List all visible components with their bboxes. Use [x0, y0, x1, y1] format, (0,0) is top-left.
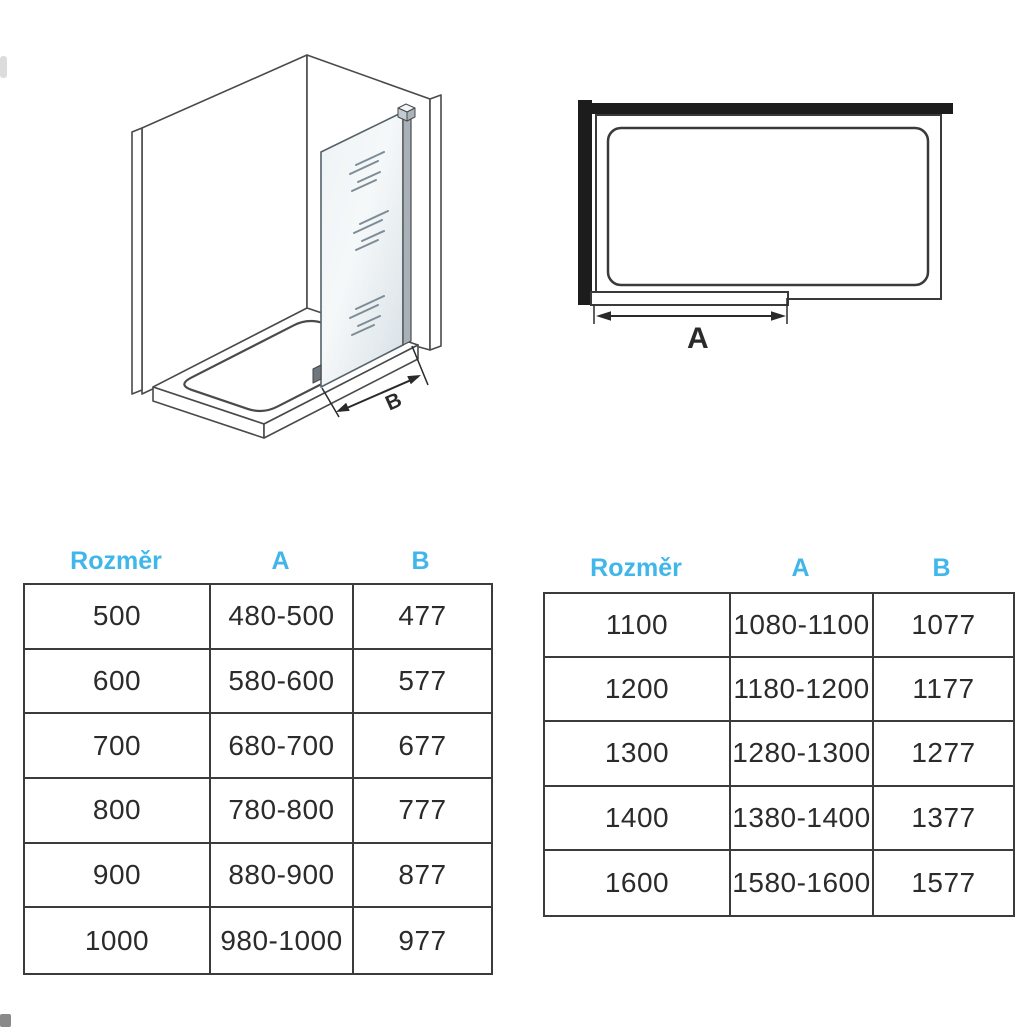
table-cell: 1180-1200: [731, 658, 874, 723]
technical-drawings: B A: [131, 54, 953, 439]
table-cell: 977: [398, 924, 447, 956]
table-cell: 800: [25, 778, 211, 844]
table-cell: 1177: [874, 658, 1013, 723]
plan-view-drawing: A: [578, 100, 953, 355]
dimension-a: A: [593, 298, 788, 355]
table-cell: 1577: [911, 866, 976, 898]
table-cell: 777: [354, 779, 491, 844]
left-header-rozmer: Rozměr: [70, 546, 162, 575]
table-cell: 1400: [545, 786, 731, 851]
plan-wall-left: [578, 100, 592, 305]
scan-corner-mark: [0, 1014, 11, 1027]
glass-bottom-clamp: [312, 364, 322, 384]
plan-wall-top: [585, 103, 953, 114]
table-cell: 677: [354, 714, 491, 779]
table-cell: 1000: [25, 908, 211, 973]
glass-wall-profile: [402, 107, 412, 346]
right-header-b: B: [932, 553, 951, 582]
table-cell: 477: [354, 585, 491, 650]
table-cell: 700: [25, 714, 211, 779]
iso-view-drawing: B: [131, 54, 442, 439]
table-cell: 1300: [545, 722, 731, 787]
left-spec-table: 500 480-500 477 600 580-600 577 700 680-…: [23, 583, 493, 975]
table-cell: 880-900: [211, 843, 354, 909]
dimension-label-a: A: [687, 322, 709, 355]
glass-panel: [312, 103, 416, 388]
arrowhead-b-right: [407, 375, 421, 385]
arrowhead-a-left: [596, 311, 611, 321]
table-cell: 1377: [874, 787, 1013, 851]
table-cell: 577: [354, 650, 491, 715]
table-cell: 1100: [545, 594, 731, 659]
table-cell: 980-1000: [211, 908, 354, 973]
right-table-header: Rozměr A B: [543, 548, 1015, 588]
dimension-b: B: [321, 345, 429, 418]
glass-reflection-lines: [349, 151, 389, 336]
table-cell: 1080-1100: [731, 594, 874, 659]
table-cell: 1380-1400: [731, 786, 874, 851]
table-cell: 1280-1300: [731, 722, 874, 787]
table-cell: 480-500: [211, 585, 354, 650]
dimension-label-b: B: [382, 388, 405, 415]
arrowhead-a-right: [771, 311, 786, 321]
table-cell: 900: [25, 843, 211, 909]
table-cell: 780-800: [211, 778, 354, 844]
plan-glass-panel: [590, 291, 789, 306]
table-cell: 680-700: [211, 714, 354, 779]
right-header-rozmer: Rozměr: [590, 553, 682, 582]
table-cell: 1277: [874, 722, 1013, 787]
plan-shower-tray: [606, 126, 930, 287]
table-cell: 580-600: [211, 649, 354, 715]
left-table-header: Rozměr A B: [23, 541, 493, 581]
table-cell: 1600: [545, 850, 731, 915]
table-cell: 1200: [545, 658, 731, 723]
left-header-b: B: [411, 546, 430, 575]
right-spec-table: 1100 1080-1100 1077 1200 1180-1200 1177 …: [543, 592, 1015, 917]
table-cell: 877: [354, 844, 491, 909]
table-cell: 600: [25, 649, 211, 715]
right-header-a: A: [791, 553, 810, 582]
left-header-a: A: [271, 546, 290, 575]
table-cell: 1077: [874, 594, 1013, 659]
arrowhead-b-left: [336, 402, 350, 412]
scan-smudge: [0, 56, 7, 78]
glass-top-clamp: [397, 103, 416, 122]
table-cell: 1580-1600: [731, 850, 874, 915]
table-cell: 500: [25, 585, 211, 650]
